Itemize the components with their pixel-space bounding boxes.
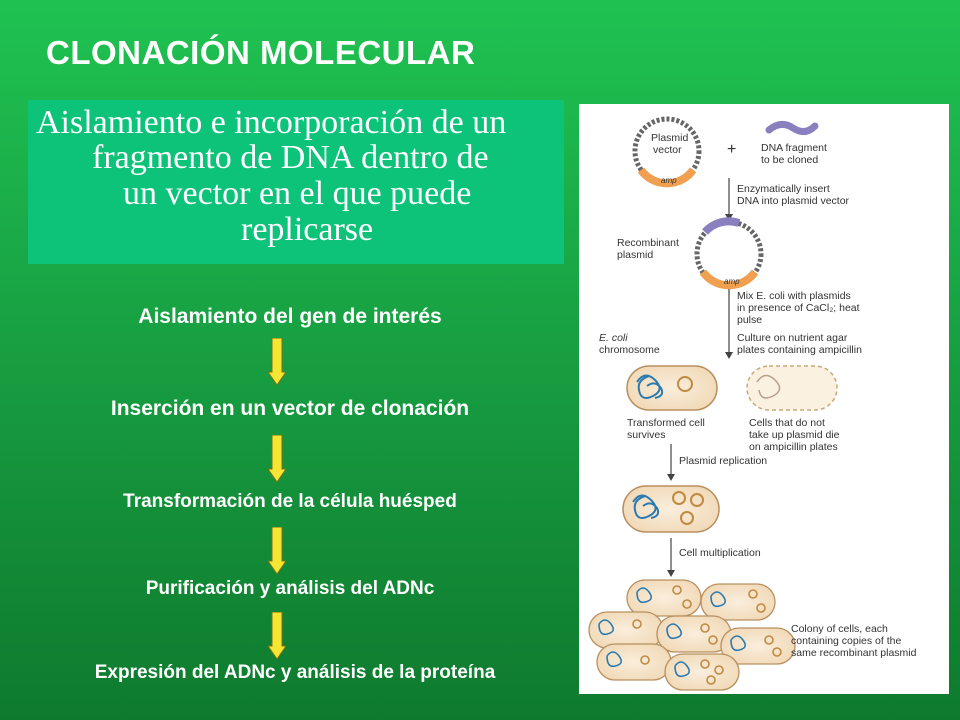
- amp-label: amp: [724, 277, 740, 286]
- definition-line-3: un vector en el que puede: [123, 175, 472, 212]
- plasmid-vector-icon: [632, 116, 702, 188]
- transformed-cell-icon: [626, 365, 718, 411]
- dna-fragment-label: DNA fragment: [761, 142, 827, 154]
- step-vector-insertion: Inserción en un vector de clonación: [110, 397, 470, 420]
- dna-fragment-label: to be cloned: [761, 154, 818, 166]
- slide-title: CLONACIÓN MOLECULAR: [46, 34, 476, 71]
- definition-line-4: replicarse: [241, 211, 374, 248]
- transformed-label: Transformed cell: [627, 417, 705, 429]
- not-taken-label: Cells that do not: [749, 417, 825, 429]
- replicated-cell-icon: [622, 485, 720, 533]
- ecoli-chromosome-label: E. coli: [599, 332, 628, 344]
- mix-step-label: pulse: [737, 314, 762, 326]
- step-gene-isolation: Aislamiento del gen de interés: [138, 305, 442, 328]
- dying-cell-icon: [746, 365, 838, 411]
- down-arrow-icon: [268, 338, 286, 386]
- colony-cells-icon: [588, 579, 796, 691]
- step-expression-analysis: Expresión del ADNc y análisis de la prot…: [94, 662, 496, 683]
- transformed-label: survives: [627, 429, 666, 441]
- cloning-figure: Plasmid vector amp + DNA fragment to be …: [579, 104, 949, 694]
- plasmid-vector-label: vector: [653, 144, 682, 156]
- amp-label: amp: [661, 176, 677, 185]
- step-purification-analysis: Purificación y análisis del ADNc: [145, 578, 435, 599]
- definition-line-2: fragmento de DNA dentro de: [92, 139, 489, 176]
- culture-step-label: Culture on nutrient agar: [737, 332, 848, 344]
- cell-multiplication-label: Cell multiplication: [679, 547, 761, 559]
- plus-sign: +: [727, 141, 736, 158]
- step-host-transformation: Transformación de la célula huésped: [123, 491, 457, 512]
- insert-step-label: DNA into plasmid vector: [737, 195, 850, 207]
- plasmid-vector-label: Plasmid: [651, 132, 689, 144]
- colony-label: same recombinant plasmid: [791, 647, 917, 659]
- definition-line-1: Aislamiento e incorporación de un: [36, 104, 507, 141]
- colony-label: containing copies of the: [791, 635, 901, 647]
- recombinant-plasmid-icon: [694, 217, 764, 290]
- mix-step-label: Mix E. coli with plasmids: [737, 290, 851, 302]
- recombinant-plasmid-label: Recombinant: [617, 237, 679, 249]
- definition-box: Aislamiento e incorporación de un fragme…: [28, 100, 564, 264]
- down-arrow-icon: [268, 435, 286, 483]
- dna-fragment-icon: [765, 121, 819, 135]
- culture-step-label: plates containing ampicillin: [737, 344, 862, 356]
- not-taken-label: on ampicillin plates: [749, 441, 838, 453]
- not-taken-label: take up plasmid die: [749, 429, 840, 441]
- plasmid-replication-label: Plasmid replication: [679, 455, 767, 467]
- colony-label: Colony of cells, each: [791, 623, 888, 635]
- down-arrow-icon: [268, 612, 286, 660]
- insert-step-label: Enzymatically insert: [737, 183, 830, 195]
- ecoli-chromosome-label: chromosome: [599, 344, 660, 356]
- down-arrow-icon: [268, 527, 286, 575]
- mix-step-label: in presence of CaCl₂; heat: [737, 302, 860, 314]
- recombinant-plasmid-label: plasmid: [617, 249, 653, 261]
